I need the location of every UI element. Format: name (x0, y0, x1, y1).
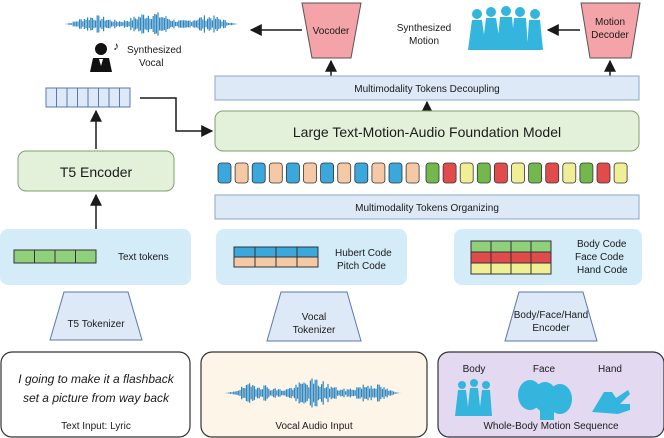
body-motion-figures-icon (455, 379, 492, 416)
body-code-label: Body Code (577, 239, 627, 250)
synthesized-waveform-icon (64, 12, 237, 36)
motion-code-grid-icon (470, 240, 552, 275)
tokens-organizing-label: Multimodality Tokens Organizing (355, 203, 499, 214)
hand-code-label: Hand Code (577, 265, 628, 276)
encoded-text-tokens-icon (45, 87, 131, 108)
motion-decoder-box (580, 2, 641, 59)
tokens-to-model-arrow (140, 97, 214, 137)
vocoder-box (301, 2, 362, 59)
vocal-tokenizer-label-2: Tokenizer (293, 325, 336, 336)
t5-encoder-box (17, 150, 175, 192)
bfh-encoder-label-2: Encoder (532, 323, 570, 334)
motion-decoder-label-2: Decoder (591, 30, 629, 41)
motion-input-label: Whole-Body Motion Sequence (483, 421, 619, 432)
lyric-line-1: I going to make it a flashback (18, 372, 174, 386)
face-motion-heads-icon (518, 380, 572, 420)
motion-hand-label: Hand (598, 364, 622, 375)
svg-text:♪: ♪ (113, 39, 119, 53)
tokens-organizing-bar (214, 194, 640, 220)
tokens-decoupling-label: Multimodality Tokens Decoupling (354, 84, 499, 95)
synthesized-motion-label-2: Motion (409, 36, 439, 47)
foundation-model-box (214, 110, 640, 152)
lyric-line-2: set a picture from way back (23, 391, 170, 405)
vocal-code-grid-icon (233, 246, 319, 268)
t5-encoder-label: T5 Encoder (60, 164, 133, 180)
synthesized-vocal-label-1: Synthesized (127, 45, 181, 56)
text-input-box (0, 351, 191, 438)
motion-decoder-label-1: Motion (595, 17, 625, 28)
pitch-code-label: Pitch Code (337, 261, 386, 272)
synthesized-motion-label-1: Synthesized (397, 23, 451, 34)
tokens-decoupling-bar (214, 75, 640, 101)
bfh-encoder-label-1: Body/Face/Hand (514, 310, 589, 321)
hand-motion-icon (592, 390, 630, 414)
foundation-model-label: Large Text-Motion-Audio Foundation Model (293, 124, 561, 140)
motion-body-label: Body (463, 364, 486, 375)
text-tokens-icon (13, 249, 97, 264)
vocal-tokenizer-label-1: Vocal (302, 312, 326, 323)
vocal-tokenizer-box (266, 291, 362, 342)
vocal-waveform-icon (225, 378, 401, 408)
text-input-label: Text Input: Lyric (61, 421, 131, 432)
singer-icon: ♪ (90, 39, 119, 72)
motion-face-label: Face (533, 364, 556, 375)
bfh-encoder-box (504, 291, 598, 342)
hubert-code-label: Hubert Code (335, 248, 392, 259)
vocoder-label: Vocoder (313, 26, 350, 37)
vocal-input-label: Vocal Audio Input (275, 421, 353, 432)
synthesized-motion-figures-icon (468, 6, 543, 50)
face-code-label: Face Code (575, 252, 624, 263)
token-sequence (217, 162, 628, 184)
t5-tokenizer-label: T5 Tokenizer (67, 319, 125, 330)
synthesized-vocal-label-2: Vocal (139, 58, 163, 69)
t5-tokenizer-box (49, 291, 143, 341)
text-tokens-label: Text tokens (118, 252, 169, 263)
